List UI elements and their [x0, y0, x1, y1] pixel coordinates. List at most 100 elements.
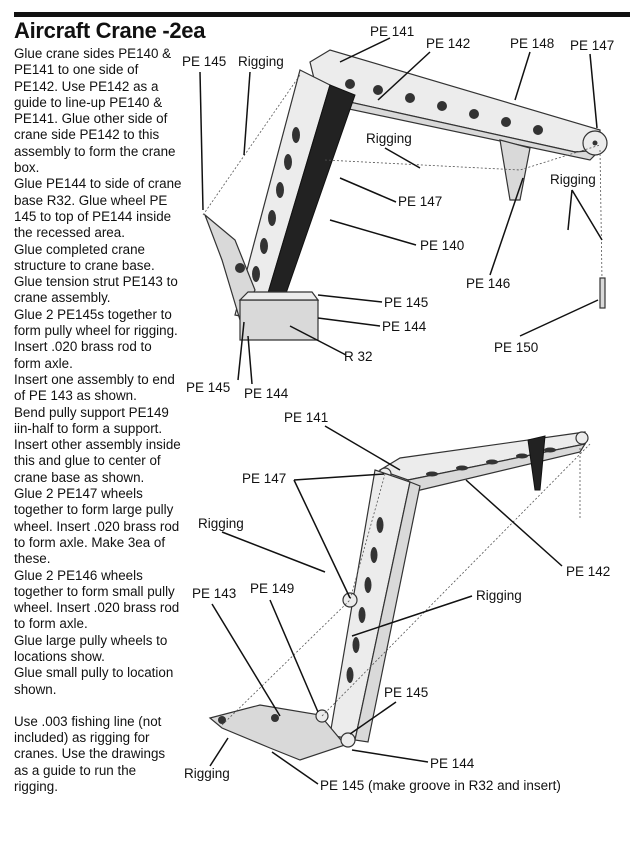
label-pe145: PE 145	[182, 54, 226, 69]
leader-line	[384, 147, 421, 169]
large-pully-wheel	[575, 431, 589, 445]
instruction-step: Insert other assembly inside this and gl…	[14, 437, 181, 485]
leader-line	[209, 737, 229, 767]
lightening-hole	[364, 577, 372, 593]
label-pe150: PE 150	[494, 340, 538, 355]
label-pe145-groove: PE 145 (make groove in R32 and insert)	[320, 778, 561, 793]
leader-line	[567, 189, 573, 231]
header-rule	[14, 12, 630, 17]
label-pe142: PE 142	[426, 36, 470, 51]
leader-line	[351, 749, 429, 763]
label-pe145: PE 145	[186, 380, 230, 395]
lightening-hole	[284, 154, 292, 170]
crane-column-side	[354, 481, 421, 743]
leader-line	[377, 51, 431, 101]
instruction-step: Glue small pully to location shown.	[14, 665, 174, 697]
leader-line	[349, 701, 397, 735]
hanger-bracket	[527, 435, 546, 491]
leader-line	[293, 479, 351, 599]
lightening-hole	[218, 716, 226, 724]
label-pe141: PE 141	[370, 24, 414, 39]
lightening-hole	[456, 465, 468, 471]
leader-line	[243, 71, 251, 156]
label-pe145: PE 145	[384, 685, 428, 700]
leader-line	[317, 317, 381, 327]
lightening-hole	[346, 667, 354, 683]
lightening-hole	[373, 85, 383, 95]
instructions: Glue crane sides PE140 & PE141 to one si…	[14, 46, 182, 795]
boom-arm	[309, 49, 601, 153]
large-pully-wheel	[342, 592, 358, 608]
label-pe147: PE 147	[570, 38, 614, 53]
label-pe142: PE 142	[566, 564, 610, 579]
label-r32: R 32	[344, 349, 373, 364]
leader-line	[339, 177, 397, 203]
instruction-step: Insert one assembly to end of PE 143 as …	[14, 371, 175, 404]
leader-line	[324, 425, 401, 471]
label-pe144: PE 144	[244, 386, 289, 401]
instruction-step: Bend pully support PE149 iin-half to for…	[14, 404, 169, 436]
rigging-line	[599, 149, 603, 281]
label-pe143: PE 143	[192, 586, 236, 601]
lightening-hole	[370, 547, 378, 563]
instruction-step: Glue 2 PE147 wheels together to form lar…	[14, 486, 180, 567]
instruction-step: Glue 2 PE145s together to form pully whe…	[14, 306, 178, 371]
instruction-step: Glue PE144 to side of crane base R32. Gl…	[14, 176, 182, 241]
label-pe147: PE 147	[242, 471, 286, 486]
leader-line	[571, 189, 603, 241]
lightening-hole	[260, 238, 268, 254]
lightening-hole	[437, 101, 447, 111]
page-title: Aircraft Crane -2ea	[14, 18, 206, 43]
leader-line	[589, 53, 598, 129]
lightening-hole	[486, 459, 498, 465]
label-rigging: Rigging	[198, 516, 244, 531]
lightening-hole	[345, 79, 355, 89]
crane-illustration-bottom: PE 141 PE 147 Rigging PE 142 Rigging PE …	[184, 410, 610, 793]
label-pe146: PE 146	[466, 276, 510, 291]
lightening-hole	[501, 117, 511, 127]
leader-line	[237, 321, 245, 381]
lightening-hole	[426, 471, 438, 477]
hanger-bracket	[499, 139, 531, 201]
label-pe144: PE 144	[430, 756, 475, 771]
label-pe144: PE 144	[382, 319, 427, 334]
label-pe141: PE 141	[284, 410, 328, 425]
label-pe149: PE 149	[250, 581, 294, 596]
pully-axle	[592, 140, 598, 146]
lightening-hole	[376, 517, 384, 533]
label-rigging: Rigging	[476, 588, 522, 603]
lightening-hole	[276, 182, 284, 198]
leader-line	[271, 751, 319, 785]
leader-line	[329, 219, 417, 246]
leader-line	[269, 599, 319, 713]
leader-line	[211, 603, 281, 717]
leader-line	[351, 595, 473, 637]
label-rigging: Rigging	[550, 172, 596, 187]
base-pully-wheel	[340, 732, 356, 748]
label-pe145: PE 145	[384, 295, 428, 310]
leader-line	[317, 294, 383, 303]
lightening-hole	[235, 263, 245, 273]
leader-line	[339, 37, 391, 63]
crane-base-top	[238, 291, 320, 301]
lightening-hole	[352, 637, 360, 653]
leader-line	[514, 51, 531, 101]
leader-line	[221, 531, 326, 573]
lightening-hole	[252, 266, 260, 282]
instruction-step: Glue completed crane structure to crane …	[14, 241, 155, 273]
crane-base	[208, 704, 347, 761]
rigging-line	[202, 74, 301, 216]
leader-line	[247, 335, 253, 385]
instruction-step: Glue crane sides PE140 & PE141 to one si…	[14, 46, 176, 176]
leader-line	[519, 299, 599, 337]
lightening-hole	[268, 210, 276, 226]
instruction-step: Glue large pully wheels to locations sho…	[14, 632, 168, 664]
crane-hook	[599, 277, 606, 309]
label-rigging: Rigging	[184, 766, 230, 781]
lightening-hole	[544, 447, 556, 453]
lightening-hole	[292, 127, 300, 143]
rigging-note: Use .003 fishing line (not included) as …	[14, 713, 166, 795]
leader-line	[465, 479, 563, 567]
leader-line	[489, 177, 524, 276]
